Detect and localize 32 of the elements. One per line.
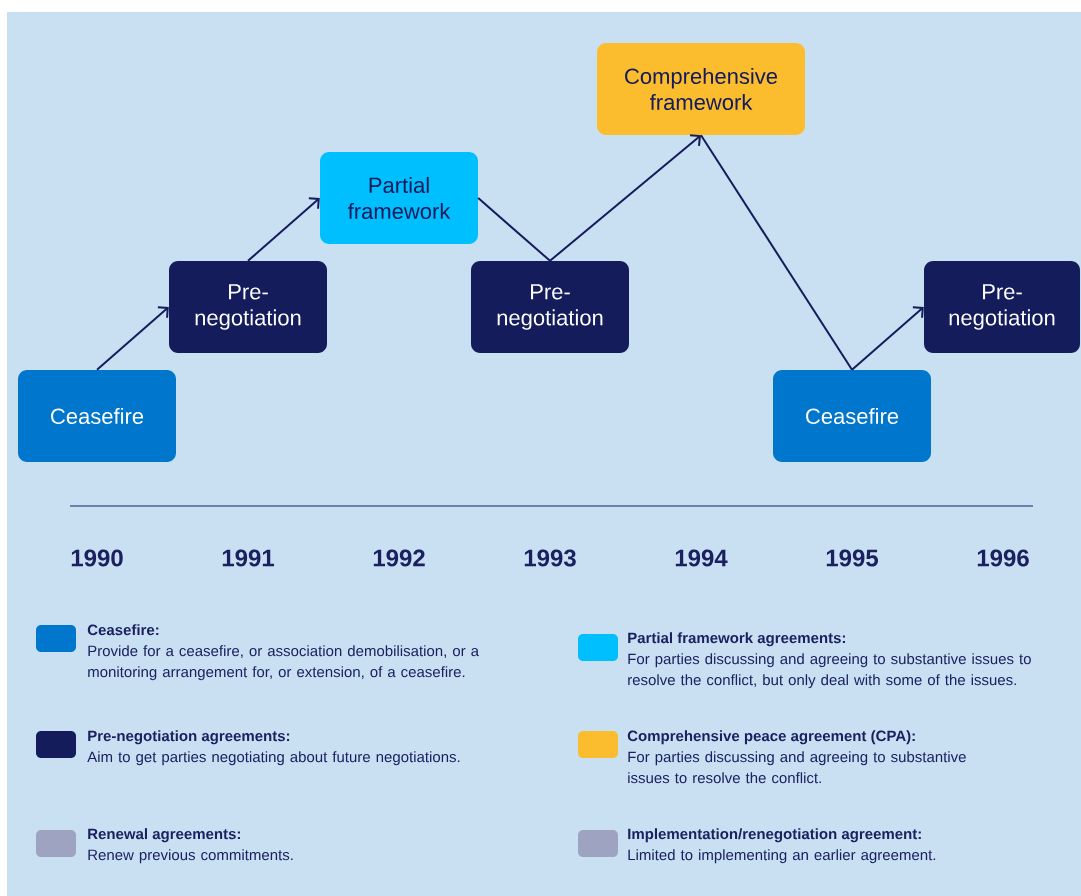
connector-line [477,197,551,262]
legend-description: Renew previous commitments. [88,849,293,864]
stage-box: Ceasefire [18,370,176,462]
stage-box: Partial framework [320,152,478,244]
legend-description: Provide for a ceasefire, or association demobilisation, or a monitoring arrangement for, or extension, of a ceasefire. [88,645,479,681]
legend-description: Aim to get parties negotiating about future negotiations. [87,751,460,766]
legend-description: Limited to implementing an earlier agreement. [628,849,936,864]
arrow [851,306,924,371]
legend-heading: Partial framework agreements: [628,632,845,647]
stage-box: Ceasefire [773,370,931,462]
year-label: 1994 [675,549,728,567]
legend-heading: Renewal agreements: [88,828,240,843]
stage-box: Pre-negotiation [471,261,629,353]
connector-line [700,134,853,371]
stage-box: Comprehensive framework [597,43,805,135]
legend-description: For parties discussing and agreeing to substantive issues to resolve the conflict, but only deal with some of the issues. [628,653,1031,689]
year-label: 1993 [524,549,576,567]
year-label: 1995 [826,549,878,567]
arrow [247,197,320,262]
stage-box: Pre-negotiation [924,261,1080,353]
legend-heading: Ceasefire: [87,624,159,636]
arrow [96,306,169,371]
year-label: 1992 [373,549,425,567]
year-label: 1996 [977,549,1029,567]
legend-description: For parties discussing and agreeing to substantive issues to resolve the conflict. [628,751,966,784]
legend-heading: Comprehensive peace agreement (CPA): [627,730,915,745]
year-label: 1991 [222,549,274,567]
legend-heading: Pre-negotiation agreements: [88,730,290,745]
legend-heading: Implementation/renegotiation agreement: [628,828,921,843]
stage-box: Pre-negotiation [169,261,327,353]
year-label: 1990 [71,549,123,567]
arrow [549,134,701,262]
